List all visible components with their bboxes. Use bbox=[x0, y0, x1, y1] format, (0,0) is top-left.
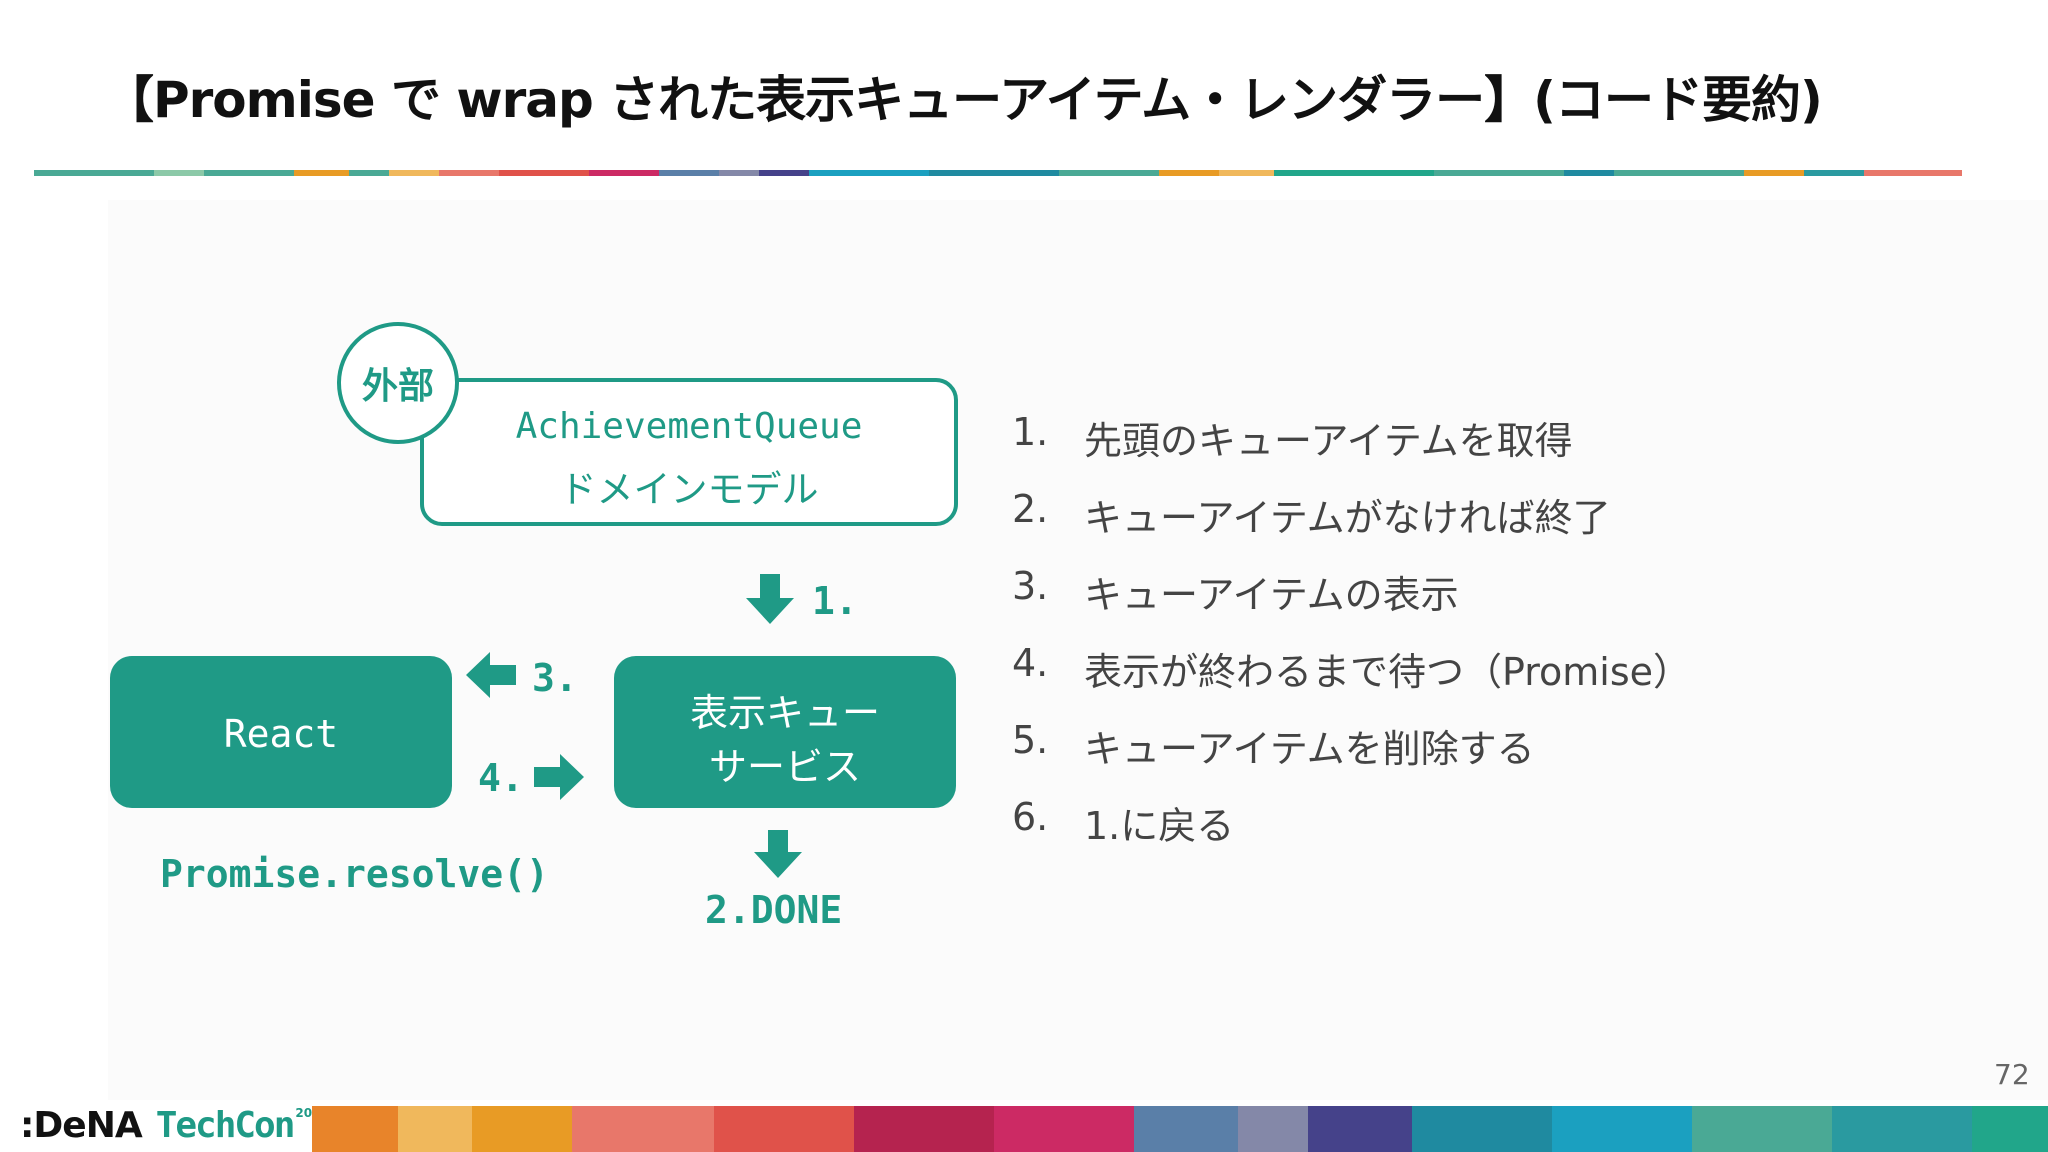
arrow-right-step-4-icon bbox=[534, 754, 584, 800]
list-item: 2.キューアイテムがなければ終了 bbox=[1012, 487, 1611, 540]
promise-resolve-label: Promise.resolve() bbox=[160, 852, 549, 896]
title-underline-stripe bbox=[34, 170, 2012, 176]
external-box-subtitle: ドメインモデル bbox=[559, 468, 819, 511]
react-label: React bbox=[223, 712, 339, 756]
page-number: 72 bbox=[1994, 1058, 2030, 1091]
step-3-label: 3. bbox=[532, 656, 578, 700]
list-item: 3.キューアイテムの表示 bbox=[1012, 564, 1459, 617]
arrow-down-done-icon bbox=[754, 830, 802, 878]
arrow-left-step-3-icon bbox=[466, 652, 516, 698]
step-1-label: 1. bbox=[812, 579, 858, 623]
steps-list: 1.先頭のキューアイテムを取得 2.キューアイテムがなければ終了 3.キューアイ… bbox=[1012, 410, 1691, 872]
slide-title: 【Promise で wrap された表示キューアイテム・レンダラー】(コード要… bbox=[104, 71, 1823, 129]
logo-brand: :DeNA bbox=[20, 1104, 143, 1146]
list-item: 6.1.に戻る bbox=[1012, 795, 1235, 848]
logo-event: TechCon bbox=[155, 1104, 296, 1146]
footer-color-stripe bbox=[312, 1106, 2048, 1152]
step-4-label: 4. bbox=[478, 756, 524, 800]
dena-techcon-logo: :DeNA TechCon 2019 bbox=[20, 1102, 329, 1148]
arrow-down-step-1-icon bbox=[746, 574, 794, 624]
achievement-queue-box: AchievementQueue ドメインモデル bbox=[420, 378, 958, 526]
service-box-line1: 表示キュー bbox=[689, 691, 880, 735]
react-box: React bbox=[110, 656, 452, 808]
service-box-line2: サービス bbox=[708, 745, 861, 789]
list-item: 5.キューアイテムを削除する bbox=[1012, 718, 1535, 771]
list-item: 1.先頭のキューアイテムを取得 bbox=[1012, 410, 1573, 463]
display-queue-service-box: 表示キュー サービス bbox=[614, 656, 956, 808]
step-2-done-label: 2.DONE bbox=[705, 888, 843, 932]
external-badge: 外部 bbox=[337, 322, 459, 444]
external-box-title: AchievementQueue bbox=[515, 406, 863, 447]
list-item: 4.表示が終わるまで待つ（Promise） bbox=[1012, 641, 1692, 694]
